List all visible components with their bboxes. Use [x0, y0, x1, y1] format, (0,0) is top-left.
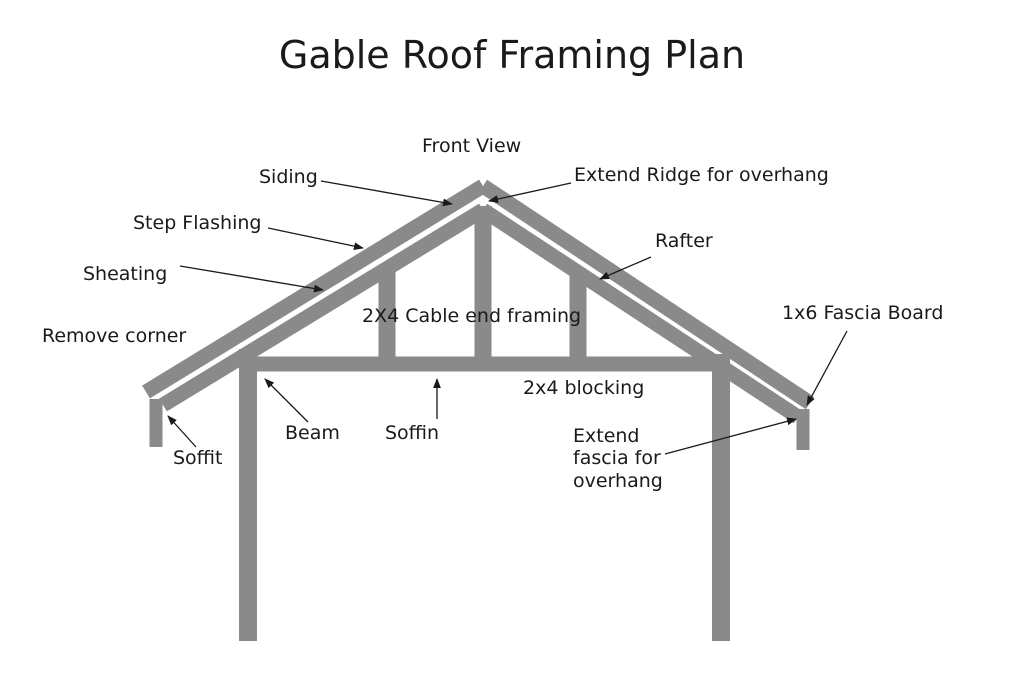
step-flashing-label: Step Flashing — [133, 212, 262, 234]
siding-arrow — [320, 180, 453, 207]
remove-corner-label: Remove corner — [42, 325, 187, 347]
sheating-label: Sheating — [83, 263, 168, 285]
gable-end-framing-label: 2X4 Cable end framing — [362, 305, 582, 327]
front-view-label: Front View — [422, 135, 522, 157]
rafter-label: Rafter — [655, 230, 713, 252]
rafter-right — [478, 203, 803, 424]
rafter-left — [159, 203, 487, 412]
extend-fascia-arrow — [664, 417, 797, 455]
page-title: Gable Roof Framing Plan — [278, 33, 746, 77]
extend-ridge-label: Extend Ridge for overhang — [574, 164, 829, 186]
soffit-label: Soffit — [173, 447, 223, 469]
step-flashing-arrow — [267, 227, 364, 250]
blocking-label: 2x4 blocking — [523, 377, 645, 399]
extend-fascia-label: Extend fascia for overhang — [573, 425, 663, 492]
sheating-arrow — [179, 265, 324, 293]
siding-label: Siding — [259, 166, 318, 188]
sheathing-right — [478, 179, 815, 410]
soffit-arrow — [167, 415, 197, 448]
soffin-label: Soffin — [385, 422, 440, 444]
fascia-board-label: 1x6 Fascia Board — [782, 302, 944, 324]
rafter-arrow — [599, 256, 652, 280]
fascia-board-arrow — [806, 330, 848, 406]
beam-arrow — [264, 378, 309, 423]
extend-ridge-arrow — [488, 182, 572, 203]
beam-label: Beam — [285, 422, 340, 444]
